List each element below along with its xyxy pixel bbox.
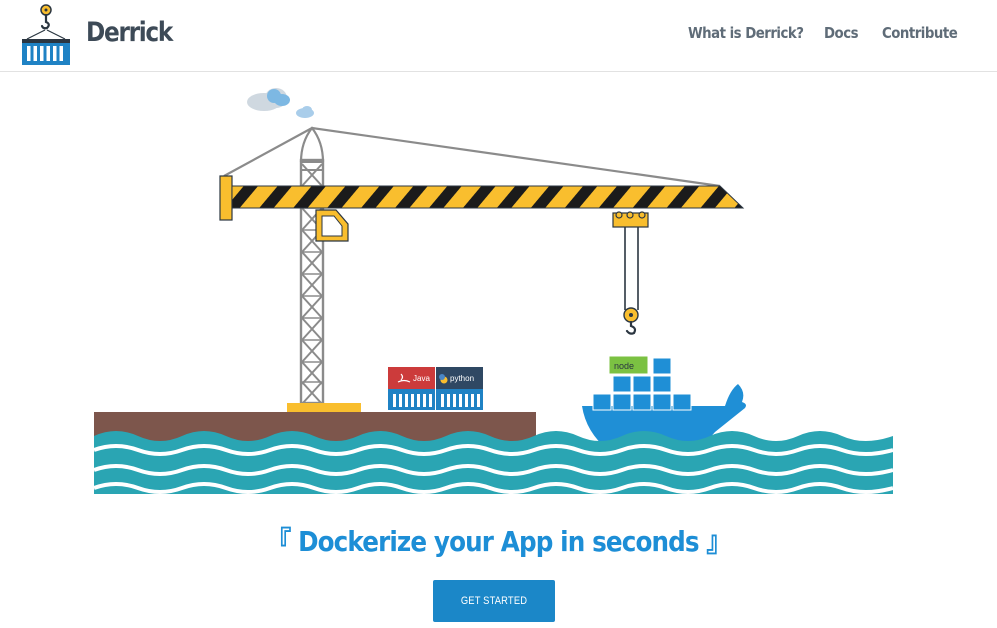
- sea-waves: [93, 431, 894, 494]
- cloud-icon: [247, 88, 290, 111]
- crane-hook-icon: [612, 211, 649, 335]
- brand-name: Derrick: [86, 17, 173, 48]
- python-container-icon: python: [436, 367, 483, 410]
- node-label: node: [614, 361, 634, 371]
- top-navbar: Derrick What is Derrick? Docs Contribute: [0, 0, 997, 72]
- java-label: Java: [413, 374, 430, 383]
- hero-crane-illustration: Java python: [93, 88, 894, 494]
- crane-container-logo-icon: [22, 4, 70, 65]
- brand-home-link[interactable]: Derrick: [20, 0, 190, 70]
- crane-tower-icon: [219, 126, 745, 412]
- tagline-text: 『 Dockerize your App in seconds 』: [266, 525, 731, 558]
- nav-link-contribute[interactable]: Contribute: [882, 24, 958, 42]
- small-cloud-icon: [296, 106, 314, 118]
- get-started-label: GET STARTED: [460, 595, 528, 607]
- nav-link-what-is-derrick[interactable]: What is Derrick?: [688, 24, 804, 42]
- python-label: python: [450, 374, 474, 383]
- hero-tagline: 『 Dockerize your App in seconds 』: [0, 520, 997, 560]
- java-container-icon: Java: [388, 367, 435, 410]
- nav-link-docs[interactable]: Docs: [824, 24, 859, 42]
- get-started-button[interactable]: GET STARTED: [433, 580, 555, 622]
